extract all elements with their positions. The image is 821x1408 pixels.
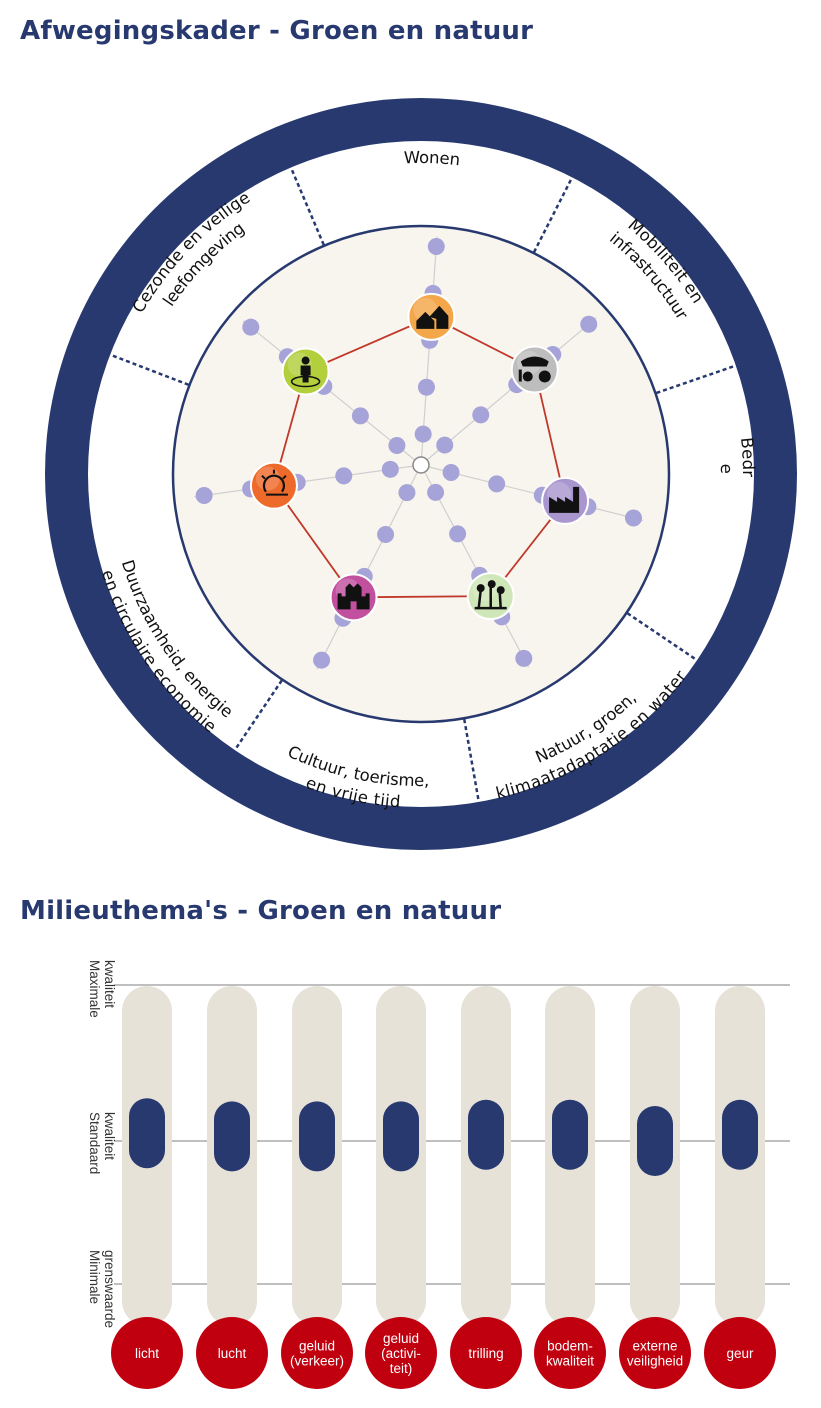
radar-center: [412, 456, 430, 474]
radar-level-dot: [472, 406, 490, 424]
segment-divider: [109, 353, 189, 386]
radar-level-dot: [488, 475, 506, 493]
radar-theme-icons: [249, 292, 590, 622]
bar-label-circle: [534, 1317, 606, 1389]
radar-level-dot: [427, 238, 445, 256]
bar-label-circle: [450, 1317, 522, 1389]
segment-divider: [532, 176, 574, 253]
bar-label-circle: [111, 1317, 183, 1389]
axis-label-line: Maximale: [87, 960, 102, 1018]
bar-label: licht: [135, 1346, 159, 1361]
radar-level-dot: [624, 509, 642, 527]
bar-item: geur: [704, 986, 776, 1389]
bar-label: lucht: [218, 1346, 247, 1361]
radar-level-dot: [351, 407, 369, 425]
bar-label-circle: [704, 1317, 776, 1389]
bar-value-marker: [637, 1106, 673, 1176]
bar-label-circle: [281, 1317, 353, 1389]
bar-value-marker: [383, 1101, 419, 1172]
bar-item: bodem-kwaliteit: [534, 986, 606, 1389]
bar-label-circle: [619, 1317, 691, 1389]
segment-label: Wonen: [404, 148, 462, 169]
segment-divider: [463, 719, 481, 803]
bar-value-marker: [468, 1099, 504, 1170]
energy-icon: [249, 461, 298, 510]
radar-level-dot: [388, 436, 406, 454]
bar-label: geur: [726, 1346, 754, 1361]
bar-label: geluid(activi-teit): [381, 1331, 421, 1376]
plants-icon: [466, 572, 515, 621]
bar-label-circle: [196, 1317, 268, 1389]
mobility-icon: [510, 345, 559, 394]
radar-level-dot: [377, 525, 395, 543]
radar-level-dot: [242, 318, 260, 336]
radar-level-dot: [436, 436, 454, 454]
axis-label-line: Standaard: [87, 1112, 102, 1174]
bar-label: bodem-kwaliteit: [546, 1339, 594, 1369]
segment-divider: [626, 612, 698, 662]
radar-level-dot: [442, 463, 460, 481]
segment-divider: [289, 166, 325, 246]
radar-level-dot: [515, 649, 533, 667]
radar-level-dot: [381, 460, 399, 478]
radar-level-dot: [414, 425, 432, 443]
houses-icon: [407, 292, 456, 341]
axis-label-line: kwaliteit: [102, 1112, 117, 1160]
radar-level-dot: [417, 378, 435, 396]
radar-level-dot: [335, 467, 353, 485]
radar-level-dot: [427, 483, 445, 501]
bar-label-circle: [365, 1317, 437, 1389]
bar-value-marker: [552, 1099, 588, 1170]
bar-value-marker: [214, 1101, 250, 1172]
bar-label: geluid(verkeer): [290, 1339, 344, 1369]
bars-title: Milieuthema's - Groen en natuur: [20, 896, 502, 926]
bar-value-marker: [722, 1099, 758, 1170]
factory-icon: [541, 476, 590, 525]
segment-divider: [233, 679, 283, 751]
segment-dividers: [109, 166, 737, 803]
person-icon: [281, 347, 330, 396]
radar-level-dot: [195, 486, 213, 504]
bar-item: geluid(activi-teit): [365, 986, 437, 1389]
bar-value-marker: [129, 1098, 165, 1169]
bars-items: licht lucht geluid(verkeer) geluid(activi-t…: [111, 986, 776, 1389]
bar-item: licht: [111, 986, 183, 1389]
radar-level-dot: [580, 315, 598, 333]
radar-level-dot: [449, 525, 467, 543]
bar-item: lucht: [196, 986, 268, 1389]
bar-item: trilling: [450, 986, 522, 1389]
axis-label-line: kwaliteit: [102, 960, 117, 1008]
castle-icon: [329, 573, 378, 622]
bar-label: trilling: [468, 1346, 503, 1361]
radar-level-dot: [398, 484, 416, 502]
wheel-title: Afwegingskader - Groen en natuur: [20, 16, 534, 46]
bar-item: geluid(verkeer): [281, 986, 353, 1389]
axis-label-line: grenswaarde: [102, 1250, 117, 1328]
radar-level-dot: [313, 651, 331, 669]
bar-value-marker: [299, 1101, 335, 1172]
axis-label-line: Minimale: [87, 1250, 102, 1304]
segment-divider: [656, 364, 737, 395]
